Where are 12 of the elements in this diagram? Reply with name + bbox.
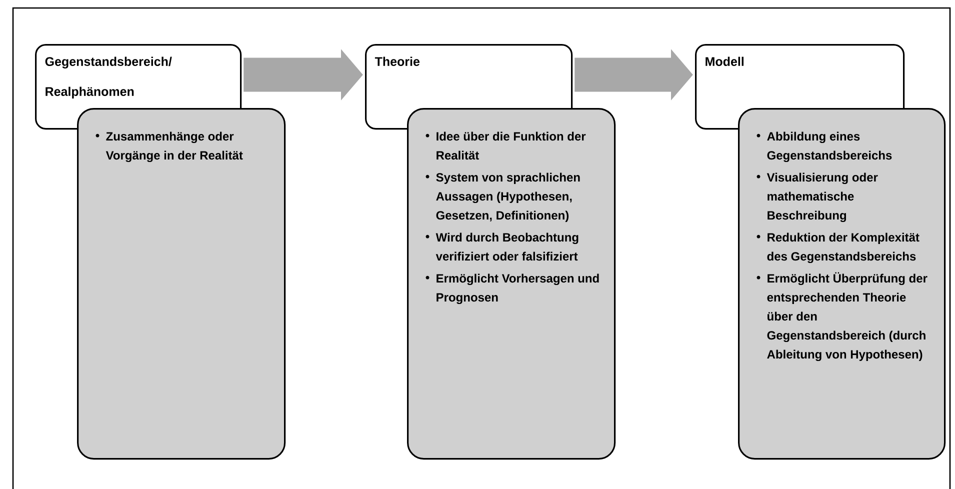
bullet-item: System von sprachlichen Aussagen (Hypothesen, Gesetzen, Definitionen): [426, 172, 580, 222]
content-box: [738, 108, 946, 460]
bullet-item: Reduktion der Komplexität des Gegenstandsbereichs: [756, 232, 920, 264]
bullet-item: Wird durch Beobachtung verifiziert oder falsifiziert: [426, 232, 578, 261]
content-box: [77, 108, 286, 460]
content-box: [407, 108, 616, 460]
bullet-item: Abbildung eines Gegenstandsbereichs: [756, 132, 892, 162]
bullet-item: Ermöglicht Vorhersagen und Prognosen: [426, 274, 599, 304]
bullet-item: Ermöglicht Überprüfung der entsprechenden Theorie über den Gegenstandsbereich (durch Ableitung von Hypothesen): [756, 272, 928, 362]
bullet-item: Zusammenhänge oder Vorgänge in der Realität: [96, 132, 243, 162]
bullet-item: Visualisierung oder mathematische Beschreibung: [756, 172, 878, 222]
bullet-item: Idee über die Funktion der Realität: [426, 132, 586, 160]
